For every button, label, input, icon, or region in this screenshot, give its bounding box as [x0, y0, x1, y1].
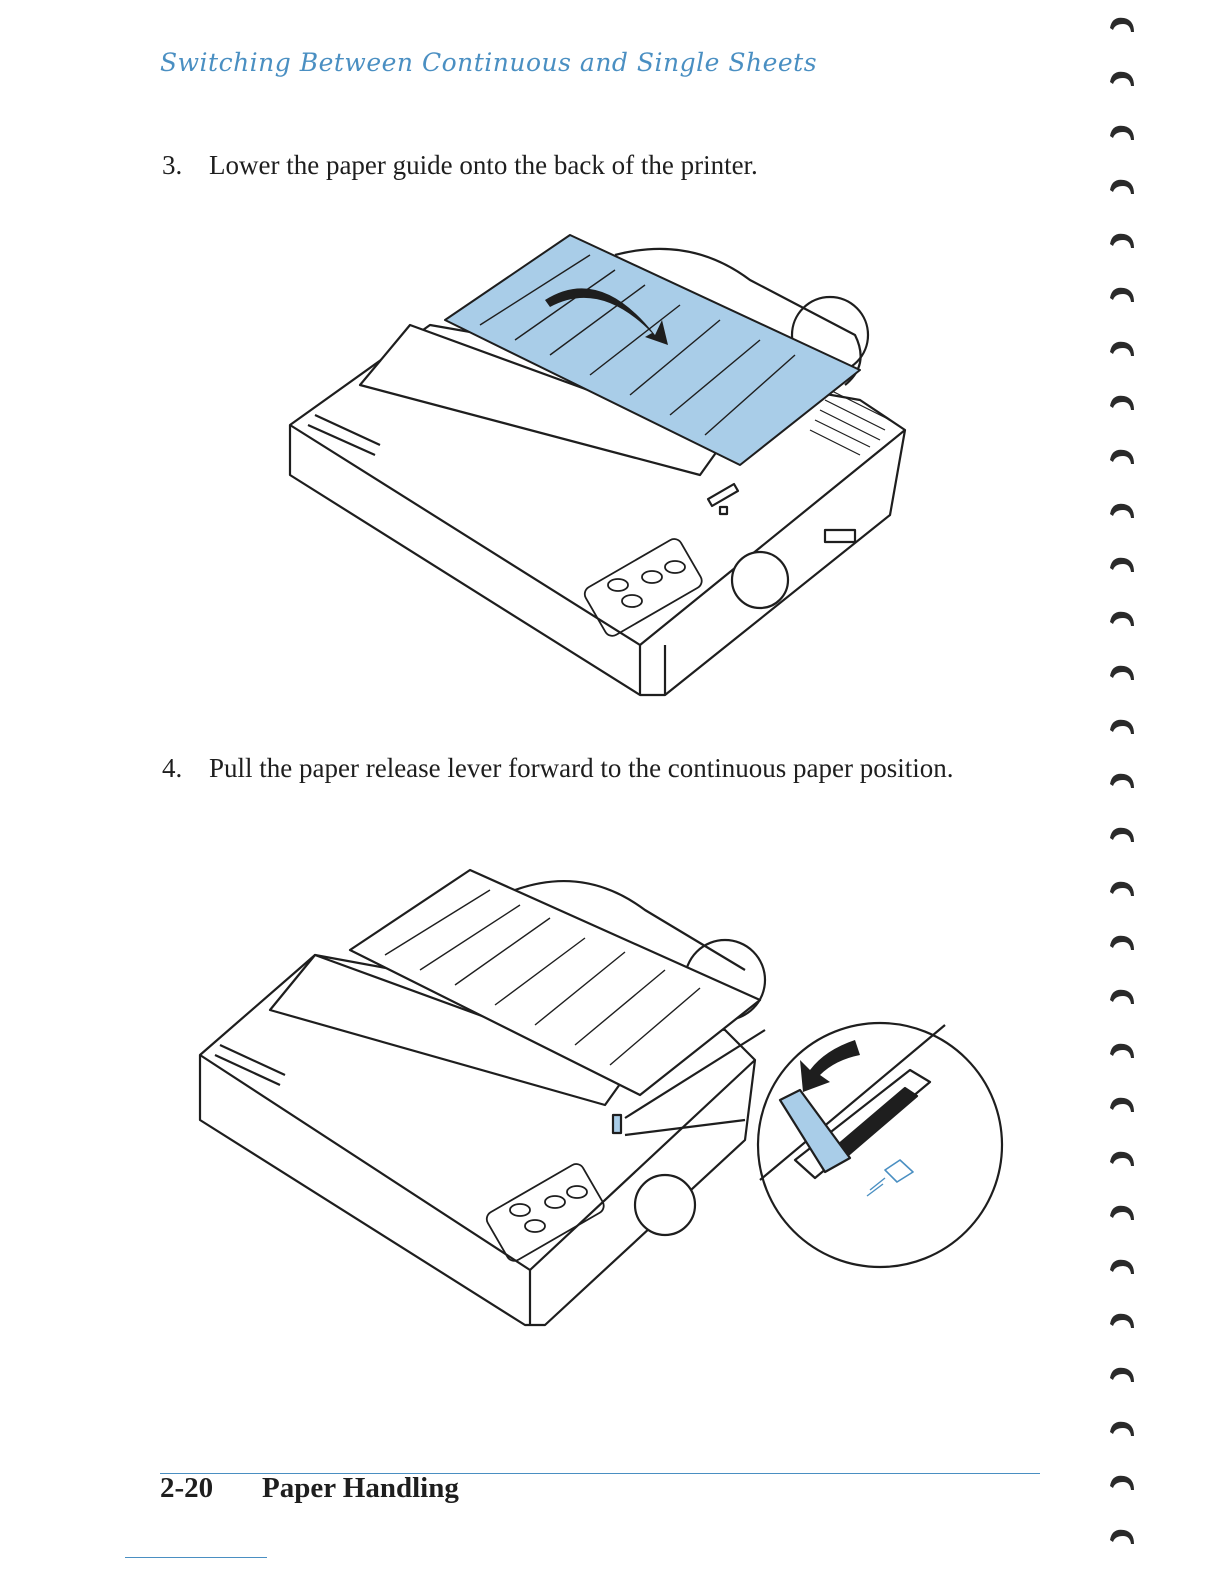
binding-loop: [1110, 450, 1134, 464]
step-3: 3. Lower the paper guide onto the back o…: [162, 149, 1022, 185]
binding-loop: [1110, 1530, 1134, 1544]
detail-magnifier: [758, 1023, 1002, 1267]
running-header: Switching Between Continuous and Single …: [160, 48, 817, 77]
binding-loop: [1110, 1152, 1134, 1166]
step-4: 4. Pull the paper release lever forward …: [162, 752, 1022, 824]
step-number: 4.: [162, 752, 182, 785]
step-number: 3.: [162, 149, 182, 182]
step-text: Pull the paper release lever forward to …: [209, 752, 993, 785]
step-text: Lower the paper guide onto the back of t…: [209, 149, 758, 182]
platen-knob: [635, 1175, 695, 1235]
binding-loop: [1110, 342, 1134, 356]
platen-knob: [732, 552, 788, 608]
release-lever: [613, 1115, 621, 1133]
binding-loop: [1110, 234, 1134, 248]
page-number: 2-20: [160, 1472, 213, 1505]
binding-loop: [1110, 288, 1134, 302]
printer-illustration-paper-guide: [270, 225, 930, 705]
binding-loop: [1110, 1206, 1134, 1220]
binding-loop: [1110, 666, 1134, 680]
binding-loop: [1110, 1368, 1134, 1382]
section-title: Paper Handling: [262, 1472, 459, 1505]
binding-loop: [1110, 558, 1134, 572]
binding-loop: [1110, 774, 1134, 788]
binding-loop: [1110, 936, 1134, 950]
binding-loop: [1110, 882, 1134, 896]
spiral-binding: [1104, 0, 1144, 1584]
binding-loop: [1110, 1314, 1134, 1328]
binding-loop: [1110, 126, 1134, 140]
scan-artifact-line: [125, 1557, 267, 1558]
binding-loop: [1110, 1476, 1134, 1490]
binding-loop: [1110, 828, 1134, 842]
binding-loop: [1110, 720, 1134, 734]
binding-loop: [1110, 612, 1134, 626]
binding-loop: [1110, 504, 1134, 518]
binding-loop: [1110, 18, 1134, 32]
binding-loop: [1110, 990, 1134, 1004]
binding-loop: [1110, 396, 1134, 410]
binding-loop: [1110, 1044, 1134, 1058]
binding-loop: [1110, 1098, 1134, 1112]
binding-loop: [1110, 180, 1134, 194]
printer-illustration-release-lever: [185, 860, 1015, 1340]
binding-loop: [1110, 1422, 1134, 1436]
binding-loop: [1110, 72, 1134, 86]
binding-loop: [1110, 1260, 1134, 1274]
